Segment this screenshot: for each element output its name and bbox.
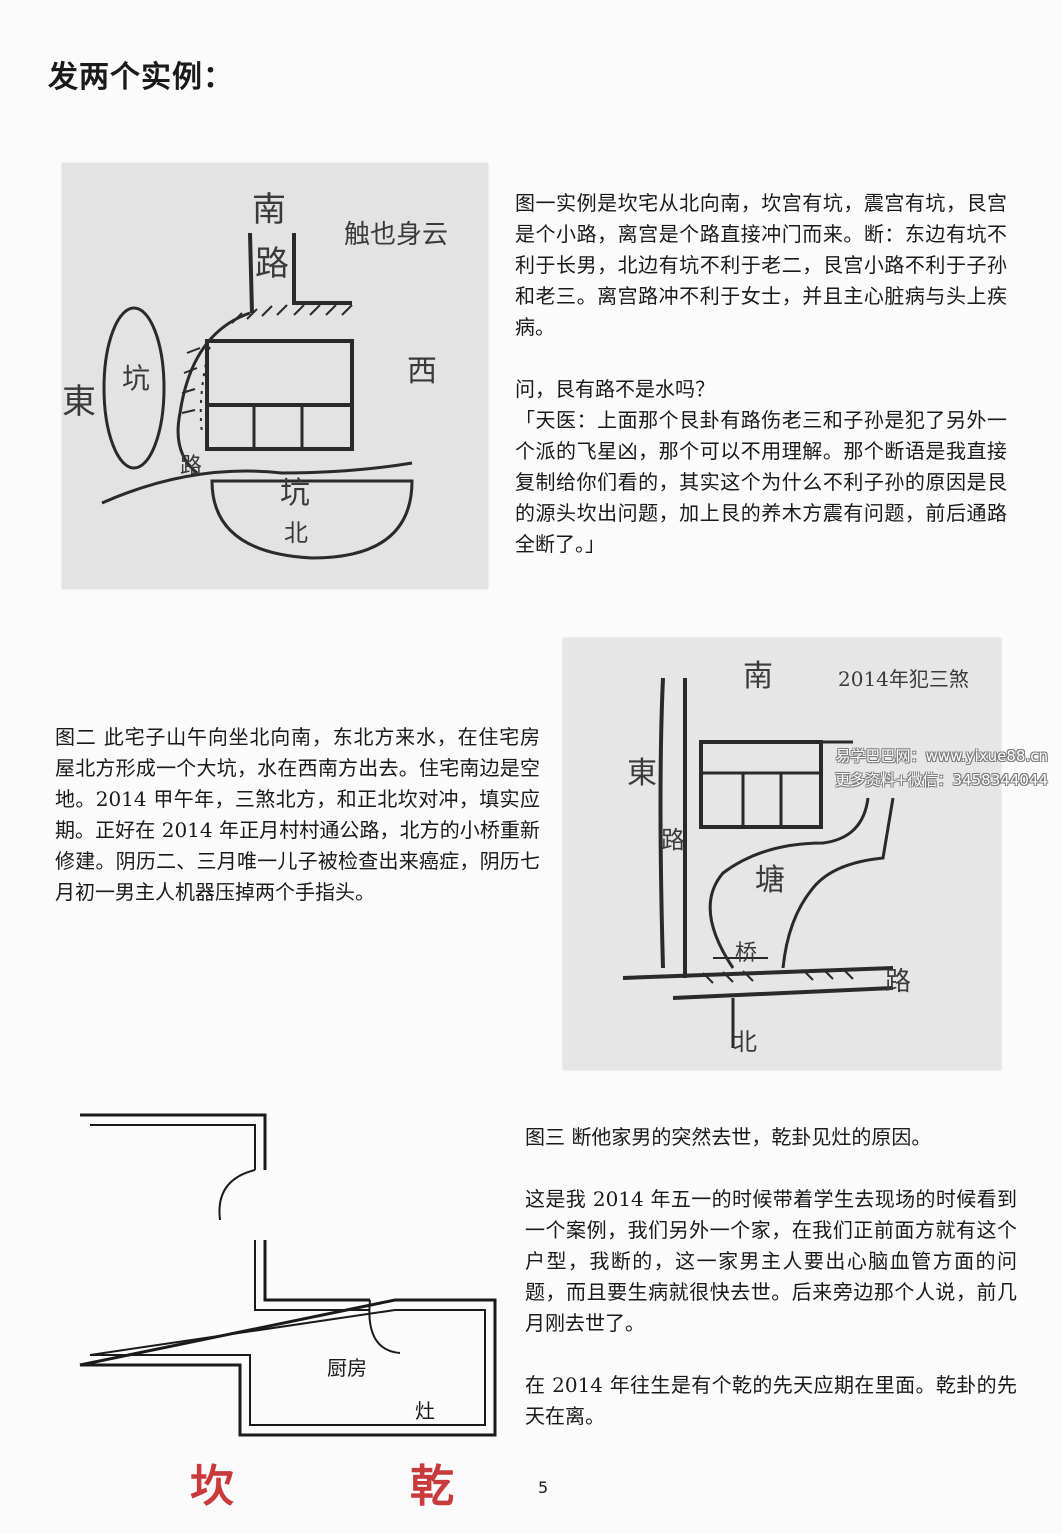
figure3-text: 图三 断他家男的突然去世，乾卦见灶的原因。 这是我 2014 年五一的时候带着学… xyxy=(525,1122,1017,1432)
figure1-sketch-drawing: 南 路 触也身云 東 坑 西 路 坑 北 xyxy=(62,163,488,589)
fig2-label-road-vertical: 路 xyxy=(661,826,685,854)
figure3-floorplan-drawing: 厨房 灶 xyxy=(79,1113,497,1437)
fig2-label-south: 南 xyxy=(743,659,773,694)
page-number: 5 xyxy=(538,1478,549,1497)
watermark-line-1: 易学巴巴网：www.yixue88.cn xyxy=(835,747,1048,765)
figure1-sketch: 南 路 触也身云 東 坑 西 路 坑 北 xyxy=(62,163,488,589)
figure1-paragraph-3: 「天医：上面那个艮卦有路伤老三和子孙是犯了另外一个派的飞星凶，那个可以不用理解。… xyxy=(515,408,1007,556)
figure1-paragraph-1: 图一实例是坎宅从北向南，坎宫有坑，震宫有坑，艮宫是个小路，离宫是个路直接冲门而来… xyxy=(515,191,1007,339)
figure3-floorplan: 厨房 灶 xyxy=(70,1105,510,1445)
fig2-label-road-horizontal: 路 xyxy=(885,967,911,997)
fig1-label-west: 西 xyxy=(407,354,437,389)
fig1-label-road: 路 xyxy=(255,244,289,284)
gua-qian: 乾 xyxy=(410,1461,456,1512)
fig2-label-pond: 塘 xyxy=(755,863,785,898)
kitchen-label: 厨房 xyxy=(327,1356,367,1380)
figure1-text: 图一实例是坎宅从北向南，坎宫有坑，震宫有坑，艮宫是个小路，离宫是个路直接冲门而来… xyxy=(515,188,1007,560)
figure2-text: 图二 此宅子山午向坐北向南，东北方来水，在住宅房屋北方形成一个大坑，水在西南方出… xyxy=(55,722,540,908)
fig2-label-east: 東 xyxy=(627,756,657,791)
figure1-paragraph-2: 问，艮有路不是水吗？ xyxy=(515,377,715,401)
figure3-paragraph-3: 在 2014 年往生是有个乾的先天应期在里面。乾卦的先天在离。 xyxy=(525,1373,1017,1428)
fig1-label-north: 北 xyxy=(284,519,308,547)
fig1-label-south: 南 xyxy=(252,190,286,230)
fig1-label-note: 触也身云 xyxy=(344,220,448,250)
gua-kan: 坎 xyxy=(190,1461,236,1512)
fig2-label-note: 2014年犯三煞 xyxy=(838,667,969,691)
figure2-sketch: 南 2014年犯三煞 東 路 塘 桥 路 北 xyxy=(563,638,1001,1070)
page-heading: 发两个实例： xyxy=(48,60,234,95)
figure3-paragraph-2: 这是我 2014 年五一的时候带着学生去现场的时候看到一个案例，我们另外一个家，… xyxy=(525,1187,1017,1335)
fig1-label-pit-east: 坑 xyxy=(122,362,150,395)
fig1-label-east: 東 xyxy=(62,382,96,422)
watermark-line-2: 更多资料+微信：3458344044 xyxy=(834,771,1048,789)
fig2-label-north: 北 xyxy=(733,1028,757,1056)
stove-label: 灶 xyxy=(415,1399,435,1423)
figure3-paragraph-1: 图三 断他家男的突然去世，乾卦见灶的原因。 xyxy=(525,1125,932,1149)
fig1-label-road-small: 路 xyxy=(180,454,202,479)
figure2-sketch-drawing: 南 2014年犯三煞 東 路 塘 桥 路 北 xyxy=(563,638,1001,1070)
figure2-paragraph: 图二 此宅子山午向坐北向南，东北方来水，在住宅房屋北方形成一个大坑，水在西南方出… xyxy=(55,725,540,904)
fig1-label-pit-north: 坑 xyxy=(280,476,310,511)
fig2-label-bridge: 桥 xyxy=(735,941,757,966)
